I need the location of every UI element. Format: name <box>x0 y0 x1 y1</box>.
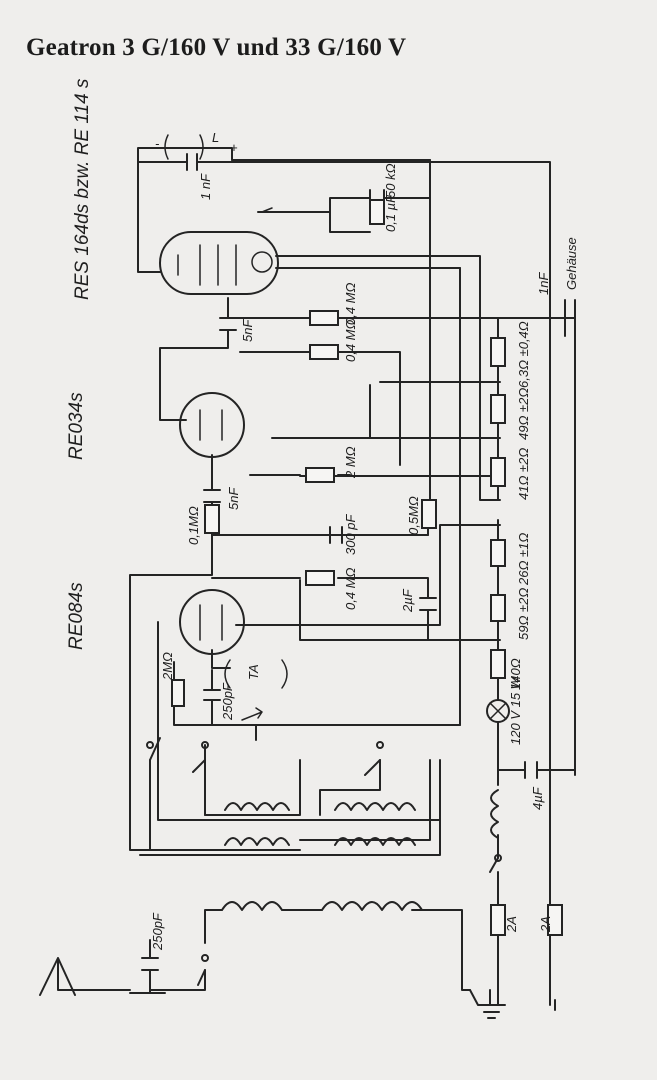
label-r140: 140Ω <box>508 658 523 690</box>
tube3-label: RE084s <box>66 582 87 650</box>
tube-re034s <box>179 392 245 458</box>
label-04m-3: 0,4 MΩ <box>343 567 358 610</box>
label-04m-1: 0,4 MΩ <box>343 282 358 325</box>
label-250pf-ant: 250pF <box>150 912 165 951</box>
label-minus: - <box>155 136 160 151</box>
tube-res164ds <box>159 231 279 295</box>
label-01uf: 0,1 µF <box>383 194 398 232</box>
label-250pf: 250pF <box>220 682 235 721</box>
label-5nf-2: 5nF <box>226 487 241 510</box>
label-4uf: 4µF <box>530 786 545 810</box>
labels: RES 164ds bzw. RE 114 s RE034s RE084s L … <box>66 78 579 951</box>
label-50k: 50 kΩ <box>383 163 398 198</box>
page-title: Geatron 3 G/160 V und 33 G/160 V <box>26 34 407 61</box>
label-1nf-gehaeuse: 1nF <box>536 272 551 295</box>
label-gehaeuse: Gehäuse <box>564 237 579 290</box>
label-fuse-b: 2A <box>538 916 553 933</box>
label-04m-2: 0,4 MΩ <box>343 319 358 362</box>
label-r49: 49Ω ±2Ω <box>516 388 531 440</box>
label-r63: 6,3Ω ±0,4Ω <box>516 321 531 388</box>
label-1nf-top: 1 nF <box>198 173 213 200</box>
label-r26: 26Ω ±1Ω <box>516 533 531 586</box>
tube2-label: RE034s <box>66 392 87 460</box>
label-lamp: 120 V 15 W <box>508 675 523 745</box>
label-l: L <box>212 130 219 145</box>
label-2mb: 2MΩ <box>160 652 175 681</box>
tube-re084s <box>179 589 245 655</box>
label-05m: 0,5MΩ <box>406 496 421 535</box>
tube1-label: RES 164ds bzw. RE 114 s <box>72 78 93 300</box>
label-r41: 41Ω ±2Ω <box>516 448 531 500</box>
label-300pf: 300 pF <box>343 513 358 555</box>
label-2m: 2 MΩ <box>343 446 358 479</box>
label-fuse-a: 2A <box>504 916 519 933</box>
components <box>39 134 576 1019</box>
label-2uf: 2µF <box>400 588 415 613</box>
label-ta: TA <box>246 664 261 680</box>
label-r59: 59Ω ±2Ω <box>516 588 531 640</box>
label-plus: + <box>230 140 238 155</box>
label-01m: 0,1MΩ <box>186 506 201 545</box>
label-5nf-1: 5nF <box>240 319 255 342</box>
